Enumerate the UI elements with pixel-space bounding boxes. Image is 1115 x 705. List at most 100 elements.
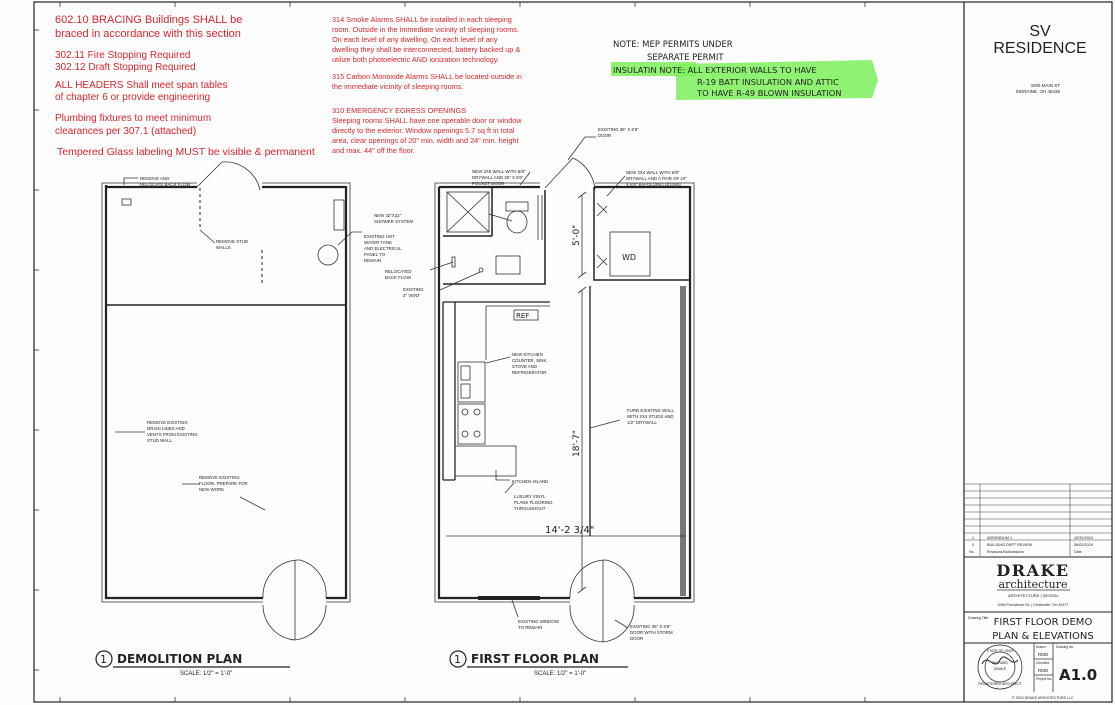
notes-left: 602.10 BRACING Buildings SHALL be braced…	[55, 14, 315, 158]
insulation-note-3: TO HAVE R-49 BLOWN INSULATION	[696, 88, 841, 98]
rev-0-desc: BUILDING DEPT REVIEW	[987, 543, 1032, 547]
ffp-label-bifold-1: NEW 2X4 WALL WITH 5/8"	[626, 170, 680, 175]
ffp-bath-walls	[443, 187, 546, 285]
ffp-washer-dryer	[609, 231, 651, 277]
demo-label-drain-2: DRAIN LINES AND	[147, 426, 185, 431]
demo-top-door	[196, 161, 261, 191]
mep-note: NOTE: MEP PERMITS UNDER SEPARATE PERMIT	[613, 40, 733, 63]
ffp-dim-18ft-label: 18'-7"	[572, 430, 582, 457]
ffp-label-bifold-3: X 6'8" BI-FOLDING DOORS	[626, 182, 681, 187]
rev-header-desc: Revisions/Submissions	[987, 550, 1024, 554]
ffp-label-lvp-2: PLANK FLOORING	[514, 500, 553, 505]
note-plumbing-2: clearances per 307.1 (attached)	[55, 126, 196, 137]
demo-storm-door	[262, 604, 327, 641]
demo-label-tank-1: EXISTING HOT	[364, 234, 395, 239]
ffp-label-frontdoor-3: DOOR	[630, 636, 643, 641]
ffp-toilet-bowl	[506, 210, 528, 234]
drawing-title-1: FIRST FLOOR DEMO	[994, 617, 1093, 628]
ffp-title-number: 1	[454, 653, 461, 666]
ffp-label-window-1: EXISTING WINDOW	[518, 619, 560, 624]
rev-1-date: 10/31/2024	[1074, 536, 1093, 540]
ffp-label-bifold-2: DRYWALL AND A PAIR OF 24"	[626, 176, 687, 181]
label-project-no: Project No.	[1036, 677, 1052, 681]
drawn-by: RMD	[1038, 652, 1049, 657]
project-name-2: RESIDENCE	[993, 40, 1086, 57]
revision-grid	[964, 483, 1112, 556]
ffp-leader-12	[614, 619, 629, 629]
demo-wall-outer	[101, 182, 351, 603]
note-headers-1: ALL HEADERS Shall meet span tables	[55, 80, 228, 91]
firm-name: DRAKE	[996, 561, 1069, 580]
note-smoke-1: 314 Smoke Alarms SHALL be installed in e…	[332, 15, 512, 24]
ffp-label-kitchen-2: COUNTER, SINK,	[512, 358, 548, 363]
firm-address: 1056 Providence Dr. | Centerville, OH 45…	[998, 603, 1069, 607]
label-drawing-no: Drawing No.	[1056, 645, 1074, 649]
ffp-label-shower-2: SHOWER SYSTEM	[374, 219, 413, 224]
insulation-note-1: INSULATIN NOTE: ALL EXTERIOR WALLS TO HA…	[613, 65, 817, 75]
demo-label-drain-3: VENTS FROM EXISTING	[147, 432, 198, 437]
demo-leader-3	[337, 231, 362, 246]
notes-middle: 314 Smoke Alarms SHALL be installed in e…	[332, 15, 522, 155]
label-drawing-title: Drawing Title	[968, 616, 988, 620]
note-co-1: 315 Carbon Monoxide Alarms SHALL be loca…	[332, 72, 522, 81]
demo-label-drain-4: STUD WALL	[147, 438, 173, 443]
ffp-leader-1	[519, 171, 531, 186]
project-address-2: MORAINE, OH 45439	[1016, 89, 1061, 94]
ffp-label-backdoor-2: DOOR	[598, 133, 611, 138]
ffp-label-frontdoor-1: EXISTING 36" X 6'8"	[630, 624, 671, 629]
ffp-label-shower-1: NEW 32"X32"	[374, 213, 402, 218]
project-name-1: SV	[1029, 23, 1051, 40]
demo-label-tank-5: REMAIN	[364, 258, 381, 263]
firm-name-sub: architecture	[999, 578, 1068, 591]
demo-label-studs-1: REMOVE STUD	[216, 239, 248, 244]
ffp-dim-18ft	[577, 286, 587, 594]
rev-header-date: Date	[1074, 550, 1082, 554]
demo-label-backflow-1: REMOVE AND	[140, 176, 169, 181]
ffp-bifold-doors	[596, 202, 608, 269]
ffp-dim-14ft-label: 14'-2 3/4"	[545, 525, 594, 536]
ffp-label-pocket-3: POCKET DOOR	[472, 181, 504, 186]
insulation-note-2: R-19 BATT INSULATION AND ATTIC	[697, 77, 839, 87]
insulation-highlight	[611, 62, 696, 76]
rev-0-date: 08/02/2024	[1074, 543, 1093, 547]
demo-leader-5	[182, 483, 266, 511]
demo-title-bubble	[95, 650, 113, 668]
ffp-leader-9	[495, 470, 510, 481]
ffp-label-furr-1: FURR EXISTING WALL	[627, 408, 674, 413]
ffp-exterior-outer	[434, 182, 695, 603]
ffp-tag-ref: REF	[516, 312, 529, 320]
insulation-note: INSULATIN NOTE: ALL EXTERIOR WALLS TO HA…	[611, 60, 878, 100]
demo-water-tank	[317, 244, 339, 266]
checked-by: RMD	[1038, 668, 1049, 673]
ffp-title: FIRST FLOOR PLAN	[471, 652, 599, 666]
insulation-highlight-body	[676, 60, 878, 100]
note-headers-2: of chapter 6 or provide engineering	[55, 92, 210, 103]
ffp-label-frontdoor-2: DOOR WITH STORM	[630, 630, 673, 635]
demo-elec-panel	[333, 199, 345, 231]
architect-signature	[981, 656, 1019, 665]
mep-note-1: NOTE: MEP PERMITS UNDER	[613, 40, 733, 50]
ffp-leader-10	[504, 482, 515, 494]
note-smoke-5: utilize both photoelectric AND ionizatio…	[332, 55, 499, 64]
ffp-dim-5ft-label: 5'-0"	[572, 225, 582, 246]
demo-label-floor-1: REMOVE EXISTING	[199, 475, 240, 480]
ffp-leader-5	[429, 261, 454, 271]
rev-1-desc: ADDENDUM 1	[987, 536, 1012, 540]
note-co-2: the immediate vicinity of sleeping rooms…	[332, 82, 463, 91]
ffp-label-lvp-3: THROUGHOUT	[514, 506, 546, 511]
demo-wall-left	[104, 185, 263, 600]
architect-seal	[977, 644, 1023, 690]
note-egress-title: 310 EMERGENCY EGRESS OPENINGS	[332, 106, 466, 115]
ffp-back-door	[544, 157, 596, 191]
ffp-label-kitchen-3: STOVE AND	[512, 364, 537, 369]
first-floor-plan: NEW 2X6 WALL WITH 5/8" DRYWALL AND 36" X…	[374, 127, 695, 677]
ffp-label-window-2: TO REMAIN	[518, 625, 542, 630]
demo-label-floor-3: NEW WORK	[199, 487, 224, 492]
ffp-laundry-walls	[593, 187, 690, 281]
note-smoke-4: dwelling they shall be interconnected, b…	[332, 45, 520, 54]
ffp-kitchen-island	[454, 445, 517, 477]
rev-1-no: 1	[972, 536, 974, 540]
ffp-leader-11	[511, 599, 519, 618]
ffp-sink-bowl-1	[460, 365, 471, 381]
demolition-plan: REMOVE AND RELOCATE BACK FLOW REMOVE STU…	[95, 161, 402, 677]
